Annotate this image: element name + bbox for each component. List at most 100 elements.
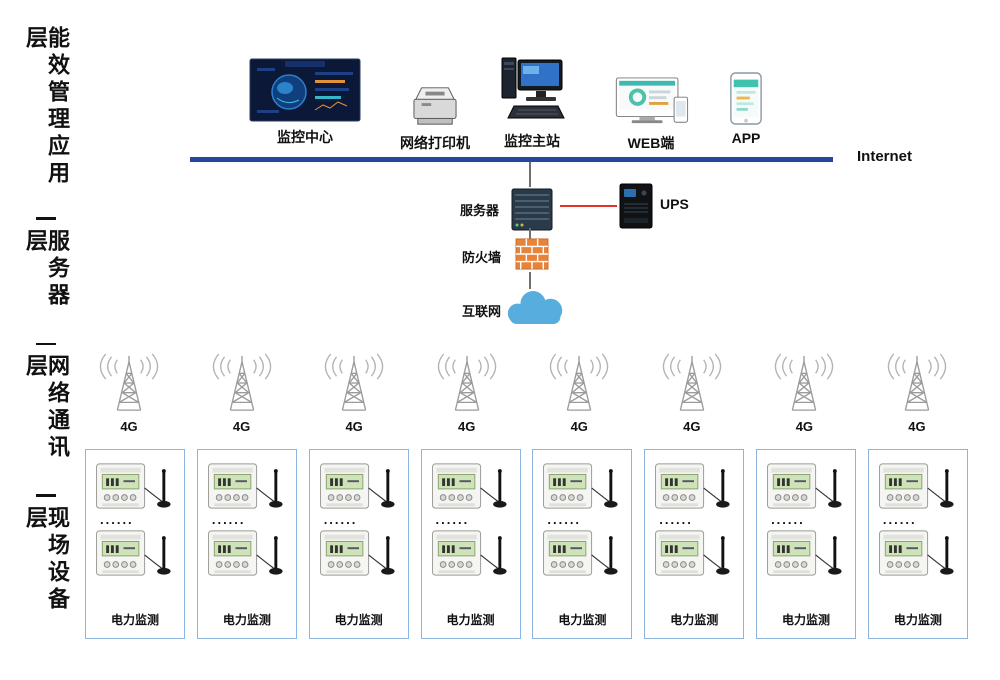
4g-tower: 4G	[768, 352, 840, 434]
4g-tower: 4G	[543, 352, 615, 434]
power-monitoring-group: ...... 电力监测	[85, 449, 185, 639]
monitoring-master-label: 监控主站	[504, 133, 560, 149]
mobile-app-label: APP	[731, 130, 761, 146]
tower-label: 4G	[683, 419, 701, 434]
internet-label: Internet	[857, 148, 913, 165]
power-monitoring-group: ...... 电力监测	[308, 449, 409, 639]
power-monitoring-group: ...... 电力监测	[867, 449, 968, 639]
monitoring-center: 监控中心	[243, 58, 367, 147]
ellipsis-more-devices: ......	[211, 512, 246, 527]
power-meter-icon	[94, 528, 176, 578]
radio-tower-icon	[431, 352, 503, 414]
network-printer-label: 网络打印机	[400, 135, 470, 151]
ups-label: UPS	[660, 196, 689, 212]
radio-tower-icon	[656, 352, 728, 414]
power-meter-icon	[877, 528, 959, 578]
web-monitor-icon	[610, 76, 692, 128]
ellipsis-more-devices: ......	[659, 512, 693, 527]
radio-tower-icon	[543, 352, 615, 414]
group-label: 电力监测	[110, 613, 159, 627]
firewall-label: 防火墙	[462, 250, 502, 265]
tower-label: 4G	[232, 419, 251, 434]
group-label: 电力监测	[782, 613, 831, 627]
ellipsis-more-devices: ......	[547, 512, 582, 527]
connector-firewall-cloud	[529, 272, 531, 289]
layer-label-field: 现场设备层	[23, 505, 70, 614]
ellipsis-more-devices: ......	[882, 512, 917, 527]
power-monitoring-group: ...... 电力监测	[644, 449, 745, 639]
ups-icon	[617, 182, 655, 230]
group-label: 电力监测	[334, 613, 383, 627]
power-meter-icon	[653, 461, 735, 511]
dashboard-screen-icon	[249, 58, 361, 122]
group-label: 电力监测	[446, 613, 495, 627]
power-meter-icon	[541, 528, 623, 578]
ellipsis-more-devices: ......	[323, 512, 358, 527]
power-meter-icon	[318, 528, 400, 578]
layer-label-application: 能效管理应用层	[23, 26, 70, 188]
smartphone-icon	[729, 72, 763, 125]
radio-tower-icon	[318, 352, 390, 414]
power-meter-icon	[206, 461, 288, 511]
firewall-icon	[515, 238, 549, 270]
connector-server-ups	[560, 205, 617, 207]
tower-label: 4G	[795, 419, 814, 434]
power-meter-icon	[430, 461, 512, 511]
radio-tower-icon	[206, 352, 278, 414]
power-meter-icon	[94, 461, 176, 511]
power-meter-icon	[877, 461, 959, 511]
internet-cloud-label: 互联网	[462, 304, 502, 319]
power-monitoring-group: ...... 电力监测	[532, 449, 633, 639]
4g-tower: 4G	[206, 352, 278, 434]
monitoring-center-label: 监控中心	[277, 129, 333, 145]
tower-label: 4G	[120, 419, 138, 434]
power-meter-icon	[541, 461, 623, 511]
tower-label: 4G	[345, 419, 363, 434]
mobile-app: APP	[722, 72, 770, 146]
power-meter-icon	[430, 528, 512, 578]
layer-label-network: 网络通讯层	[23, 354, 70, 463]
layer-separator	[36, 493, 56, 497]
web-terminal: WEB端	[607, 76, 695, 153]
tower-label: 4G	[458, 419, 476, 434]
power-meter-icon	[318, 461, 400, 511]
radio-tower-icon	[768, 352, 840, 414]
field-layer-row: ...... 电力监测 ...... 电力监测 ...... 电力监测 ....…	[85, 449, 968, 639]
radio-tower-icon	[93, 352, 165, 414]
server-label: 服务器	[460, 203, 500, 218]
power-monitoring-group: ...... 电力监测	[756, 449, 857, 639]
power-meter-icon	[653, 528, 735, 578]
network-layer-row: 4G 4G 4G 4G 4G 4G 4G 4G	[93, 352, 953, 434]
4g-tower: 4G	[431, 352, 503, 434]
tower-label: 4G	[570, 419, 588, 434]
printer-icon	[406, 84, 464, 128]
4g-tower: 4G	[93, 352, 165, 434]
network-backbone-line	[190, 157, 833, 162]
connector-server-firewall	[529, 228, 531, 239]
layer-label-server: 服务器层	[23, 229, 70, 311]
connector-backbone-server	[529, 162, 531, 187]
power-monitoring-group: ...... 电力监测	[420, 449, 521, 639]
group-label: 电力监测	[558, 613, 607, 627]
group-label: 电力监测	[222, 613, 271, 627]
layer-separator	[36, 217, 56, 221]
power-meter-icon	[765, 528, 847, 578]
power-meter-icon	[765, 461, 847, 511]
tower-label: 4G	[908, 419, 926, 434]
ellipsis-more-devices: ......	[435, 512, 470, 527]
power-meter-icon	[206, 528, 288, 578]
monitoring-master-station: 监控主站	[494, 54, 570, 151]
network-printer: 网络打印机	[395, 84, 475, 153]
4g-tower: 4G	[318, 352, 390, 434]
4g-tower: 4G	[881, 352, 953, 434]
ellipsis-more-devices: ......	[771, 512, 805, 527]
internet-cloud-icon	[501, 287, 569, 330]
4g-tower: 4G	[656, 352, 728, 434]
web-terminal-label: WEB端	[627, 135, 675, 151]
workstation-icon	[496, 54, 568, 126]
group-label: 电力监测	[670, 613, 719, 627]
group-label: 电力监测	[893, 613, 942, 627]
power-monitoring-group: ...... 电力监测	[196, 449, 297, 639]
layer-axis: 能效管理应用层 服务器层 网络通讯层 现场设备层	[23, 26, 70, 636]
